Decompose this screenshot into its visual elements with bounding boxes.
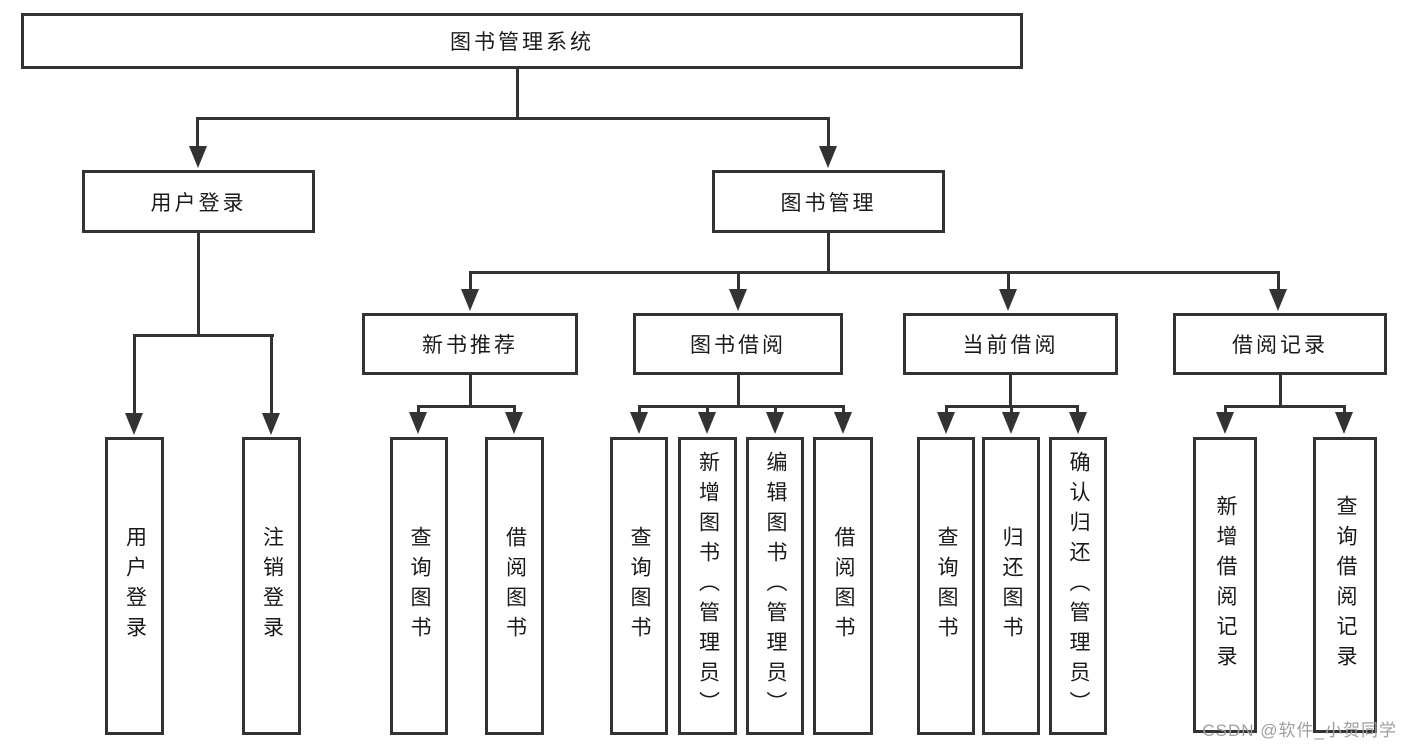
arrowhead-icon (999, 289, 1017, 311)
node-library-management-system: 图书管理系统 (21, 13, 1023, 69)
node-label: 用户登录 (150, 191, 247, 215)
connector-line (417, 405, 420, 415)
arrowhead-icon (698, 412, 716, 434)
connector-line (842, 405, 845, 415)
arrowhead-icon (262, 413, 280, 435)
node-label: 确认归还（管理员） (1067, 451, 1090, 721)
connector-line (706, 405, 709, 415)
connector-line (1007, 271, 1010, 291)
csdn-watermark: CSDN @软件_小贺同学 (1202, 721, 1397, 740)
node-label: 当前借阅 (962, 334, 1059, 357)
node-borrowing-records: 借阅记录 (1173, 313, 1387, 375)
connector-line (417, 405, 516, 408)
node-label: 新增借阅记录 (1214, 495, 1237, 675)
node-current-borrowing: 当前借阅 (903, 313, 1118, 375)
leaf-query-books: 查询图书 (917, 437, 975, 735)
connector-line (197, 117, 830, 120)
connector-line (133, 334, 274, 337)
arrowhead-icon (1269, 289, 1287, 311)
node-label: 查询图书 (935, 526, 958, 646)
connector-line (133, 334, 136, 415)
connector-line (638, 405, 845, 408)
connector-line (638, 405, 641, 415)
arrowhead-icon (125, 413, 143, 435)
connector-line (1076, 405, 1079, 415)
connector-line (270, 334, 273, 415)
node-book-borrowing: 图书借阅 (633, 313, 843, 375)
node-label: 用户登录 (123, 526, 147, 646)
connector-line (827, 233, 830, 274)
connector-line (516, 69, 519, 118)
node-label: 借阅记录 (1232, 334, 1328, 357)
node-label: 借阅图书 (832, 526, 855, 646)
node-user-login-branch: 用户登录 (82, 170, 315, 233)
connector-line (1343, 405, 1346, 415)
leaf-query-books: 查询图书 (610, 437, 668, 735)
connector-line (469, 375, 472, 408)
node-label: 归还图书 (1000, 526, 1023, 646)
leaf-logout: 注销登录 (242, 437, 301, 735)
connector-line (197, 233, 200, 337)
arrowhead-icon (630, 412, 648, 434)
connector-line (1279, 375, 1282, 408)
arrowhead-icon (1069, 412, 1087, 434)
leaf-user-login: 用户登录 (105, 437, 164, 735)
node-label: 编辑图书（管理员） (764, 451, 787, 721)
connector-line (1010, 405, 1013, 415)
connector-line (774, 405, 777, 415)
arrowhead-icon (1335, 412, 1353, 434)
leaf-add-books-admin: 新增图书（管理员） (678, 437, 737, 735)
node-label: 查询借阅记录 (1334, 495, 1357, 675)
connector-line (737, 271, 740, 291)
arrowhead-icon (461, 289, 479, 311)
connector-line (469, 271, 472, 291)
connector-line (827, 117, 830, 150)
node-label: 注销登录 (260, 526, 284, 646)
connector-line (1224, 405, 1227, 415)
connector-line (1224, 405, 1346, 408)
arrowhead-icon (505, 412, 523, 434)
leaf-add-borrow-record: 新增借阅记录 (1193, 437, 1257, 733)
connector-line (737, 375, 740, 408)
arrowhead-icon (1216, 412, 1234, 434)
leaf-borrow-books: 借阅图书 (813, 437, 873, 735)
arrowhead-icon (1002, 412, 1020, 434)
node-label: 借阅图书 (503, 526, 527, 646)
node-new-book-recommendation: 新书推荐 (362, 313, 578, 375)
connector-line (469, 271, 1280, 274)
leaf-query-books: 查询图书 (390, 437, 448, 735)
arrowhead-icon (766, 412, 784, 434)
leaf-return-books: 归还图书 (982, 437, 1040, 735)
arrowhead-icon (834, 412, 852, 434)
arrowhead-icon (729, 289, 747, 311)
node-label: 图书借阅 (690, 334, 786, 357)
node-label: 新书推荐 (422, 334, 518, 357)
node-label: 查询图书 (408, 526, 431, 646)
node-label: 图书管理系统 (450, 31, 594, 54)
arrowhead-icon (409, 412, 427, 434)
node-label: 新增图书（管理员） (696, 451, 720, 721)
connector-line (945, 405, 948, 415)
node-label: 查询图书 (628, 526, 651, 646)
connector-line (513, 405, 516, 415)
arrowhead-icon (937, 412, 955, 434)
arrowhead-icon (189, 146, 207, 168)
leaf-borrow-books: 借阅图书 (485, 437, 544, 735)
connector-line (1277, 271, 1280, 291)
leaf-confirm-return-admin: 确认归还（管理员） (1049, 437, 1107, 735)
node-book-management-branch: 图书管理 (712, 170, 945, 233)
leaf-edit-books-admin: 编辑图书（管理员） (746, 437, 804, 735)
leaf-query-borrow-record: 查询借阅记录 (1313, 437, 1377, 733)
connector-line (1009, 375, 1012, 408)
connector-line (196, 117, 199, 150)
node-label: 图书管理 (780, 191, 877, 215)
arrowhead-icon (819, 146, 837, 168)
